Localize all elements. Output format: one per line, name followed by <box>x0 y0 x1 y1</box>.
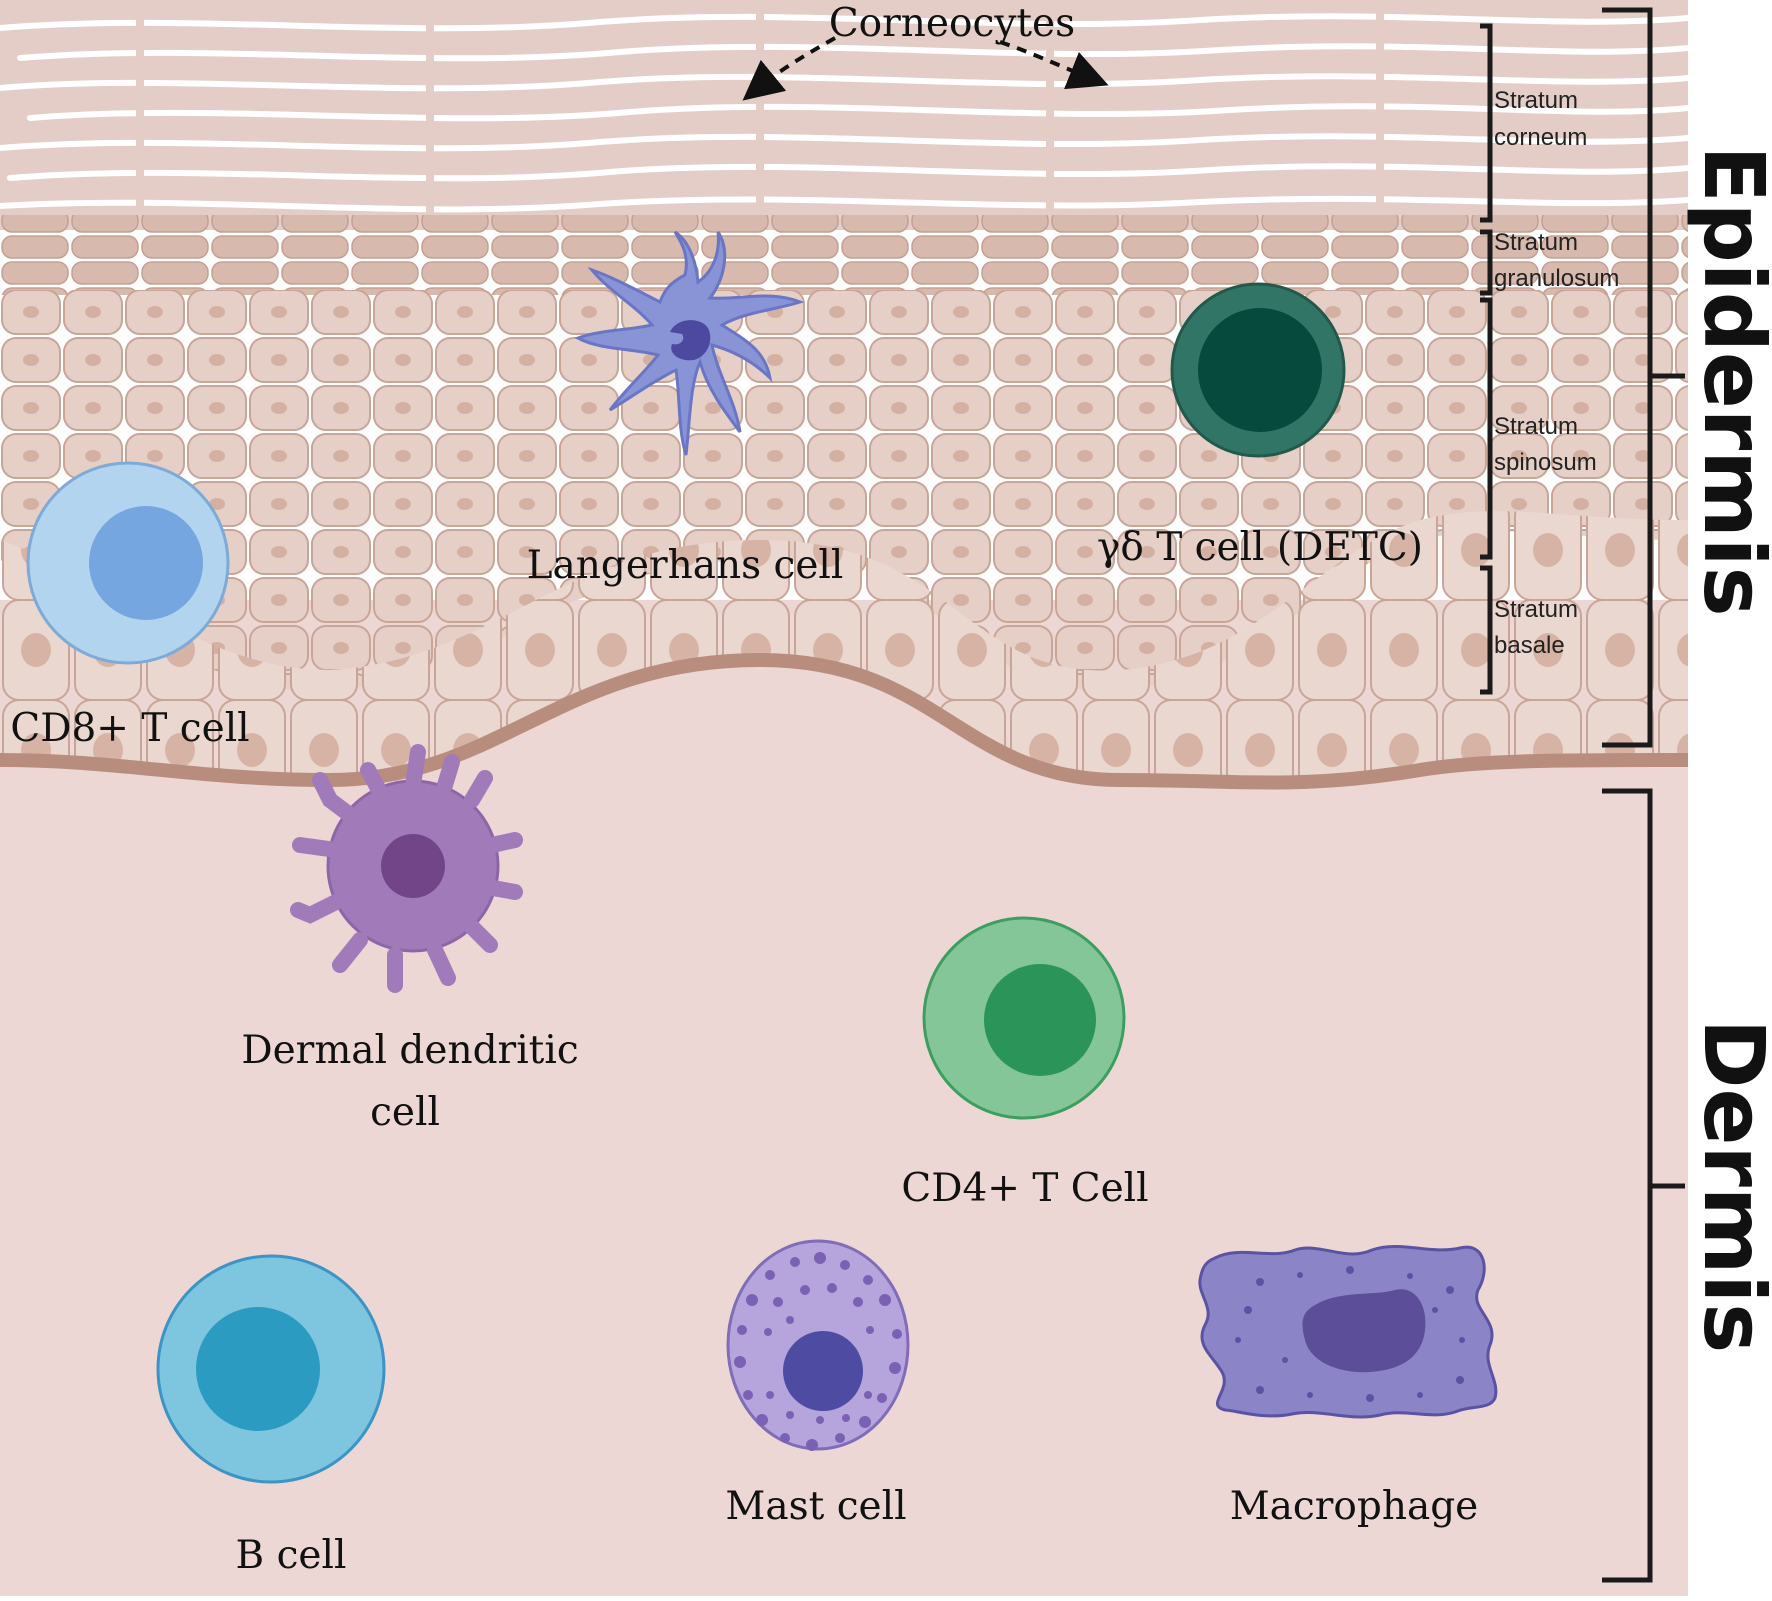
spinosum-line2: spinosum <box>1494 449 1597 476</box>
basale-line2: basale <box>1494 632 1565 659</box>
detc-cell <box>1170 282 1346 458</box>
corneocyte-lines <box>0 13 1688 213</box>
corneum-line2: corneum <box>1494 124 1587 151</box>
b-cell-label: B cell <box>236 1533 347 1578</box>
granulosum-line2: granulosum <box>1494 265 1619 292</box>
macrophage-label: Macrophage <box>1230 1484 1479 1529</box>
detc-label: γδ T cell (DETC) <box>1097 525 1423 570</box>
spinosum-line1: Stratum <box>1494 413 1578 440</box>
epidermis-tissue <box>0 0 1688 790</box>
macrophage-cell <box>1198 1244 1498 1419</box>
cd8-tcell <box>26 461 230 665</box>
dermal-dc-label-line2: cell <box>370 1090 440 1135</box>
stratum-granulosum-layer <box>0 215 1688 295</box>
langerhans-cell <box>574 230 805 456</box>
cd4-label: CD4+ T Cell <box>901 1166 1148 1211</box>
langerhans-label: Langerhans cell <box>527 543 844 588</box>
strata-brackets <box>1480 23 1493 695</box>
mast-cell-label: Mast cell <box>725 1484 906 1529</box>
corneocytes-label: Corneocytes <box>829 1 1075 46</box>
granulosum-line1: Stratum <box>1494 229 1578 256</box>
cd8-label: CD8+ T cell <box>10 706 249 751</box>
corneocytes-arrow-left <box>742 36 836 101</box>
dermal-dc-label-line1: Dermal dendritic <box>241 1028 578 1073</box>
dermal-dendritic-cell <box>290 744 523 993</box>
epidermis-label: Epidermis <box>1685 145 1772 616</box>
corneocyte-breaks <box>136 10 1384 215</box>
basement-membrane <box>0 652 1688 790</box>
layer-brackets <box>1602 7 1685 1583</box>
mast-cell <box>726 1239 910 1451</box>
stratum-basale-layer <box>0 511 1688 783</box>
dermis-label: Dermis <box>1685 1019 1772 1353</box>
b-cell <box>156 1254 386 1484</box>
corneum-line1: Stratum <box>1494 87 1578 114</box>
cd4-tcell <box>922 916 1126 1120</box>
corneocytes-arrow-right <box>999 40 1109 90</box>
basale-line1: Stratum <box>1494 596 1578 623</box>
